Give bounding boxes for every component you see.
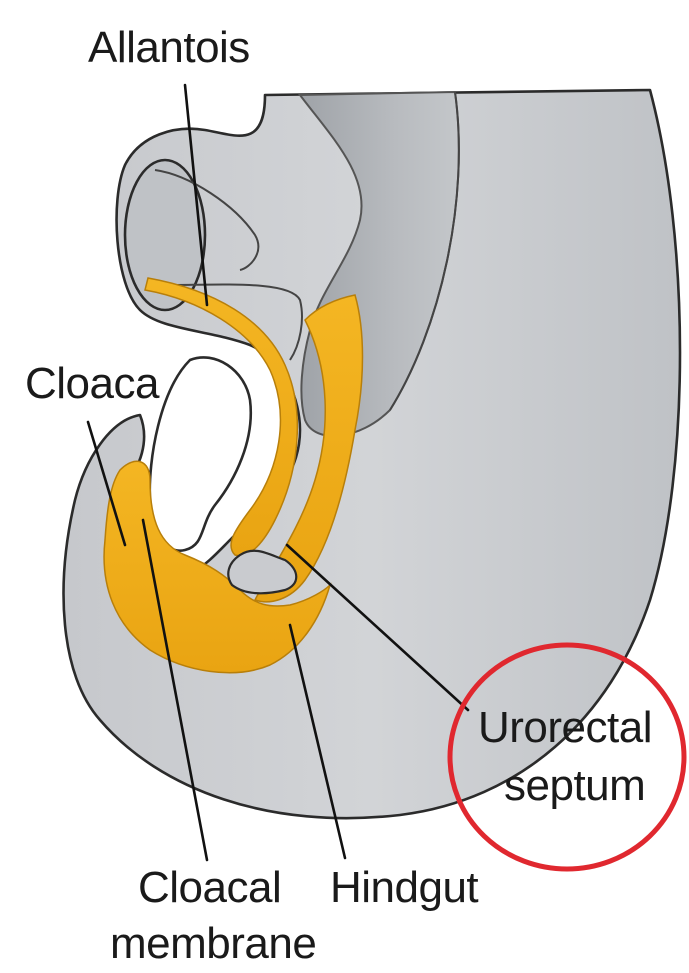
label-cloacal-line2: membrane [110,919,316,968]
label-allantois: Allantois [88,23,250,72]
label-hindgut: Hindgut [330,863,478,912]
label-urorectal-line2: septum [504,761,645,810]
label-urorectal-line1: Urorectal [478,703,652,752]
label-cloaca: Cloaca [25,359,160,408]
label-cloacal-line1: Cloacal [138,863,281,912]
cloaca-cavity [150,357,251,550]
